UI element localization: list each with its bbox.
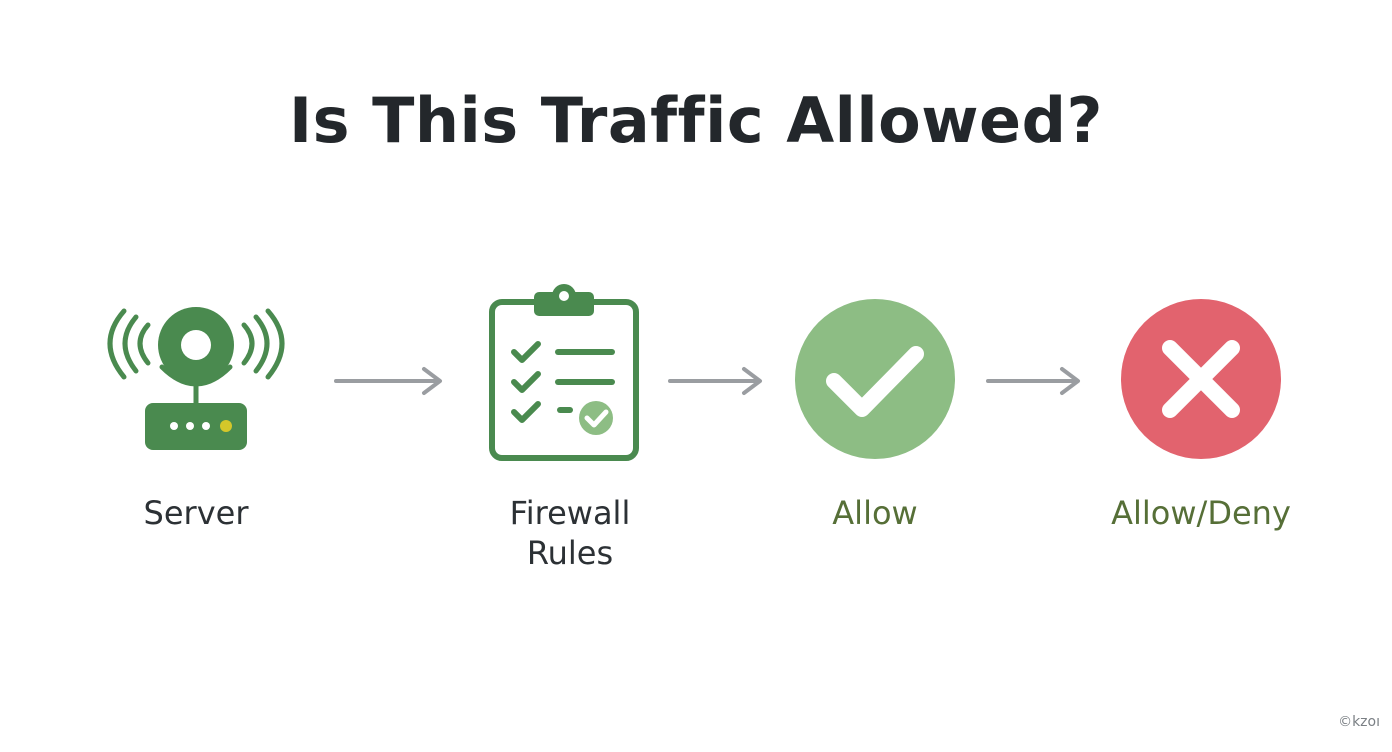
router-icon (107, 307, 285, 450)
arrow-right-icon (986, 367, 1080, 395)
allow-label: Allow (832, 494, 918, 532)
watermark: ©kzoı (1338, 714, 1380, 730)
allow-deny-label: Allow/Deny (1111, 494, 1291, 532)
diagram-title: Is This Traffic Allowed? (289, 84, 1103, 157)
server-label: Server (143, 494, 249, 532)
clipboard-checklist-icon (489, 284, 639, 461)
arrow-right-icon (334, 367, 442, 395)
check-circle-icon (795, 299, 955, 459)
x-circle-icon (1121, 299, 1281, 459)
arrow-right-icon (668, 367, 762, 395)
firewall-rules-label: Firewall Rules (509, 494, 631, 572)
